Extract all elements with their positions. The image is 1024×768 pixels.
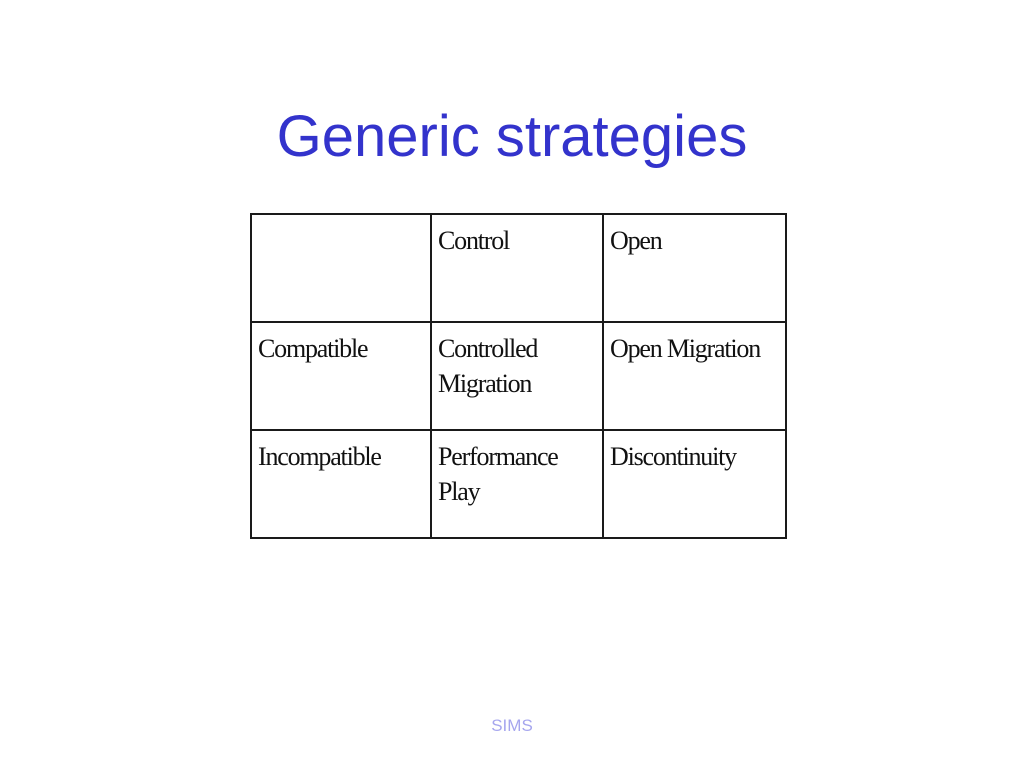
row-header-incompatible: Incompatible [250, 429, 432, 539]
table-row-header: Control Open [250, 213, 787, 323]
table-cell-open-migration: Open Migration [602, 321, 787, 431]
column-header-open: Open [602, 213, 787, 323]
row-header-compatible: Compatible [250, 321, 432, 431]
table-cell-corner [250, 213, 432, 323]
table-cell-performance-play: Performance Play [430, 429, 604, 539]
table-row-incompatible: Incompatible Performance Play Discontinu… [250, 429, 787, 539]
column-header-control: Control [430, 213, 604, 323]
slide-footer: SIMS [491, 716, 533, 735]
strategy-table: Control Open Compatible Controlled Migra… [250, 213, 787, 539]
table-row-compatible: Compatible Controlled Migration Open Mig… [250, 321, 787, 431]
slide-title: Generic strategies [276, 104, 748, 169]
table-cell-controlled-migration: Controlled Migration [430, 321, 604, 431]
table-cell-discontinuity: Discontinuity [602, 429, 787, 539]
